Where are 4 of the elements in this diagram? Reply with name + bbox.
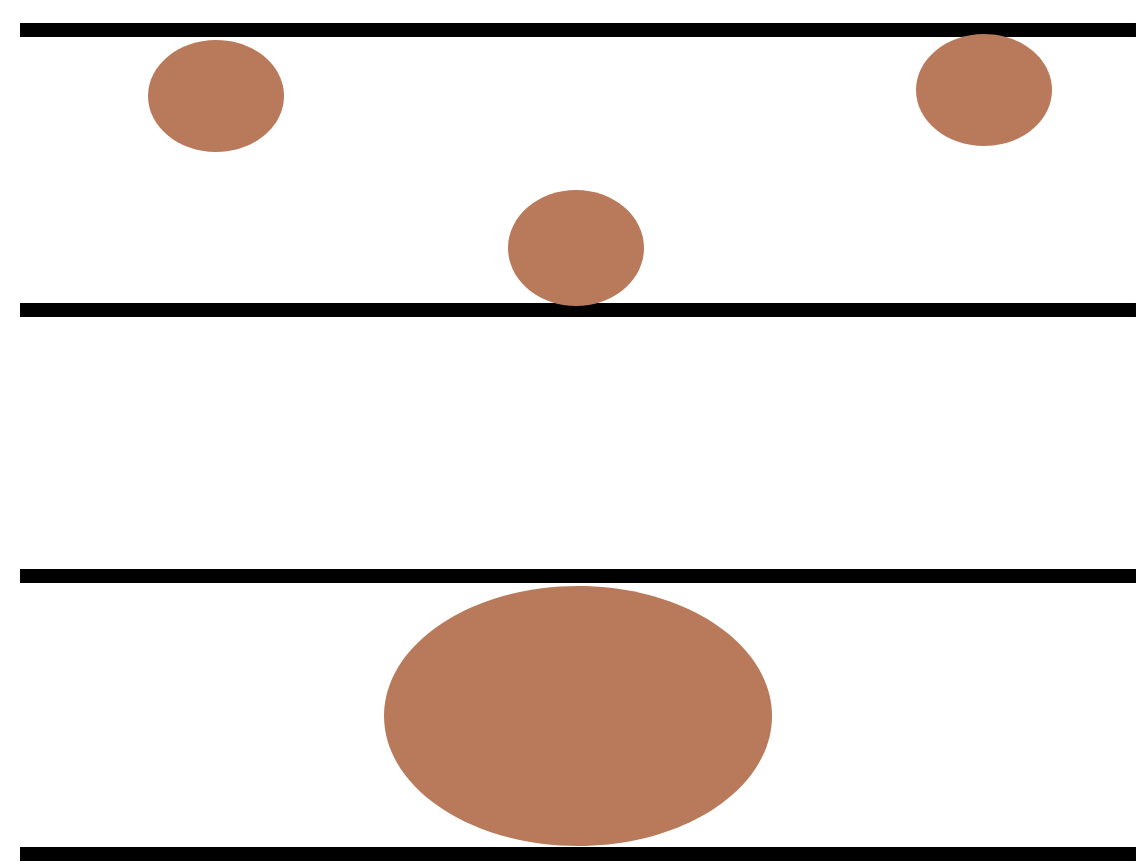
ellipse (508, 190, 644, 306)
ellipse (384, 586, 772, 846)
ellipse (148, 40, 284, 152)
ellipse (916, 34, 1052, 146)
